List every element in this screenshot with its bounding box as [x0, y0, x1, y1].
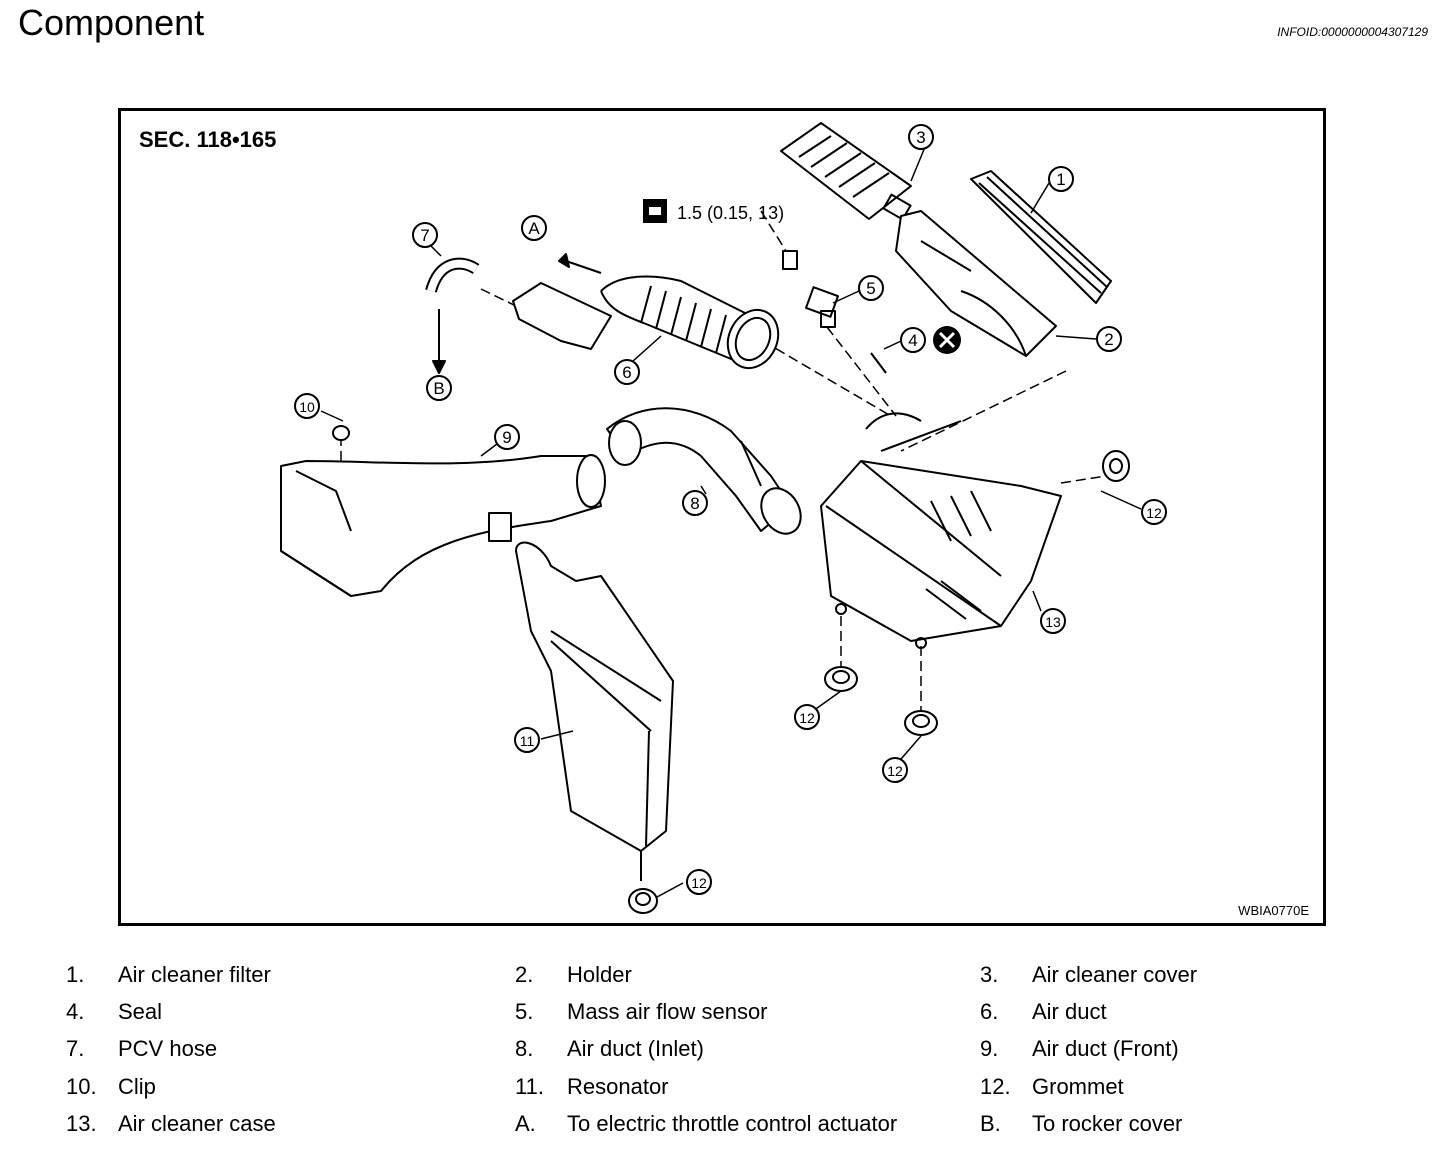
info-id: INFOID:0000000004307129: [1277, 25, 1428, 39]
svg-text:11: 11: [520, 733, 535, 749]
svg-text:12: 12: [1146, 505, 1162, 521]
maf-sensor-drawing: [782, 250, 887, 374]
callout-7: 7: [412, 222, 438, 248]
resonator-drawing: [515, 541, 674, 881]
pcv-hose-drawing: [425, 257, 480, 374]
svg-text:B: B: [433, 379, 444, 398]
callout-8: 8: [682, 490, 708, 516]
svg-text:10: 10: [299, 399, 315, 415]
torque-spec: 1.5 (0.15, 13): [677, 203, 784, 223]
callout-6: 6: [614, 359, 640, 385]
air-duct-front-drawing: [280, 454, 606, 597]
callout-B: B: [426, 375, 452, 401]
air-cleaner-cover-drawing: [780, 122, 912, 221]
svg-text:8: 8: [690, 494, 699, 513]
clip-drawing: [332, 425, 350, 441]
callout-12b: 12: [794, 704, 820, 730]
air-duct-inlet-drawing: [606, 407, 802, 535]
callout-11: 11: [514, 727, 540, 753]
callout-13: 13: [1040, 608, 1066, 634]
svg-text:12: 12: [799, 710, 815, 726]
svg-text:A: A: [528, 219, 540, 238]
callout-4: 4: [900, 327, 926, 353]
callout-2: 2: [1096, 326, 1122, 352]
air-cleaner-filter-drawing: [970, 170, 1112, 304]
page-title: Component: [18, 2, 205, 43]
callout-10: 10: [294, 393, 320, 419]
svg-text:7: 7: [420, 226, 429, 245]
figure-code: WBIA0770E: [1238, 903, 1309, 918]
svg-text:12: 12: [691, 875, 707, 891]
callout-12c: 12: [882, 757, 908, 783]
exploded-diagram: 1 2 3 4 5 6 7 8 9 10 11 12 12 12 12 13 A…: [118, 108, 1326, 926]
callout-1: 1: [1048, 166, 1074, 192]
callout-9: 9: [494, 424, 520, 450]
svg-text:13: 13: [1045, 614, 1061, 630]
svg-text:4: 4: [908, 331, 917, 350]
svg-text:1: 1: [1056, 170, 1065, 189]
air-duct-drawing: [512, 253, 780, 370]
diagram-drawing: 1 2 3 4 5 6 7 8 9 10 11 12 12 12 12 13 A…: [280, 122, 1167, 914]
callout-12a: 12: [1141, 499, 1167, 525]
svg-text:2: 2: [1104, 330, 1113, 349]
svg-text:3: 3: [916, 128, 925, 147]
callout-5: 5: [858, 275, 884, 301]
svg-text:9: 9: [502, 428, 511, 447]
callout-3: 3: [908, 124, 934, 150]
section-label: SEC. 118•165: [139, 127, 277, 152]
callout-12d: 12: [686, 869, 712, 895]
callout-A: A: [521, 215, 547, 241]
svg-text:5: 5: [866, 279, 875, 298]
grommet-drawings: [628, 450, 1130, 914]
svg-text:6: 6: [622, 363, 631, 382]
holder-drawing: [895, 210, 1057, 357]
air-cleaner-case-drawing: [820, 412, 1062, 649]
svg-text:12: 12: [887, 763, 903, 779]
